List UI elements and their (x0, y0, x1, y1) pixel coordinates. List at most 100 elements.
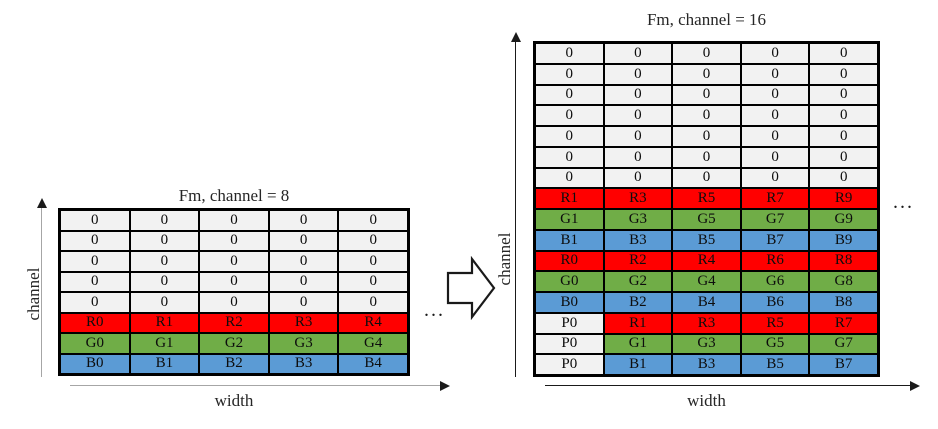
left-cell-r2-c1: 0 (129, 251, 200, 272)
right-cell-r0-c1: 0 (603, 43, 673, 64)
left-cell-r6-c1: G1 (129, 333, 200, 354)
left-cell-r1-c1: 0 (129, 230, 200, 251)
right-cell-r4-c3: 0 (740, 126, 810, 147)
right-cell-r3-c0: 0 (535, 105, 604, 126)
right-channel-axis (510, 32, 521, 377)
right-cell-r12-c2: B4 (672, 292, 741, 313)
right-cell-r4-c2: 0 (672, 126, 741, 147)
right-cell-r12-c4: B8 (809, 292, 878, 313)
left-cell-r2-c3: 0 (268, 251, 339, 272)
left-cell-r5-c0: R0 (60, 312, 130, 333)
right-cell-r10-c0: R0 (535, 250, 604, 272)
right-cell-r2-c4: 0 (809, 84, 878, 106)
left-cell-r5-c2: R2 (199, 312, 269, 333)
right-cell-r0-c3: 0 (740, 43, 810, 64)
left-cell-r1-c4: 0 (338, 230, 408, 251)
right-cell-r15-c4: B7 (809, 354, 878, 375)
right-cell-r11-c4: G8 (809, 271, 878, 292)
right-cell-r14-c4: G7 (809, 333, 878, 355)
right-cell-r10-c2: R4 (672, 250, 741, 272)
right-cell-r9-c2: B5 (672, 229, 741, 251)
right-cell-r14-c3: G5 (740, 333, 810, 355)
right-cell-r11-c1: G2 (603, 271, 673, 292)
right-cell-r8-c2: G5 (672, 209, 741, 230)
right-cell-r6-c1: 0 (603, 167, 673, 189)
right-cell-r1-c0: 0 (535, 63, 604, 85)
left-cell-r3-c0: 0 (60, 271, 130, 292)
right-cell-r11-c2: G4 (672, 271, 741, 292)
right-cell-r1-c4: 0 (809, 63, 878, 85)
right-cell-r8-c1: G3 (603, 209, 673, 230)
right-cell-r7-c3: R7 (740, 188, 810, 209)
right-cell-r7-c0: R1 (535, 188, 604, 209)
transform-block-arrow (446, 255, 496, 321)
right-cell-r13-c0: P0 (535, 312, 604, 334)
left-width-axis (70, 380, 450, 391)
left-cell-r4-c1: 0 (129, 292, 200, 313)
right-cell-r8-c3: G7 (740, 209, 810, 230)
right-cell-r2-c1: 0 (603, 84, 673, 106)
left-cell-r5-c3: R3 (268, 312, 339, 333)
left-cell-r0-c2: 0 (199, 210, 269, 231)
left-channel-axis-arrowhead (36, 198, 47, 208)
right-cell-r8-c4: G9 (809, 209, 878, 230)
left-cell-r3-c1: 0 (129, 271, 200, 292)
right-cell-r15-c3: B5 (740, 354, 810, 375)
right-cell-r3-c3: 0 (740, 105, 810, 126)
right-cell-r1-c1: 0 (603, 63, 673, 85)
right-cell-r7-c1: R3 (603, 188, 673, 209)
right-cell-r5-c3: 0 (740, 146, 810, 168)
left-cell-r7-c2: B2 (199, 353, 269, 374)
right-ellipsis: ... (893, 191, 914, 213)
right-fm-title: Fm, channel = 16 (646, 10, 767, 29)
right-cell-r10-c1: R2 (603, 250, 673, 272)
left-cell-r7-c3: B3 (268, 353, 339, 374)
left-cell-r0-c1: 0 (129, 210, 200, 231)
right-cell-r2-c2: 0 (672, 84, 741, 106)
right-cell-r6-c2: 0 (672, 167, 741, 189)
left-cell-r7-c0: B0 (60, 353, 130, 374)
right-cell-r12-c1: B2 (603, 292, 673, 313)
right-cell-r5-c1: 0 (603, 146, 673, 168)
left-cell-r1-c3: 0 (268, 230, 339, 251)
right-cell-r6-c4: 0 (809, 167, 878, 189)
right-cell-r3-c2: 0 (672, 105, 741, 126)
right-cell-r1-c2: 0 (672, 63, 741, 85)
left-cell-r4-c4: 0 (338, 292, 408, 313)
right-cell-r6-c0: 0 (535, 167, 604, 189)
right-cell-r10-c4: R8 (809, 250, 878, 272)
right-cell-r12-c3: B6 (740, 292, 810, 313)
left-cell-r5-c1: R1 (129, 312, 200, 333)
left-cell-r2-c0: 0 (60, 251, 130, 272)
left-width-axis-arrowhead (440, 380, 450, 391)
right-cell-r0-c0: 0 (535, 43, 604, 64)
right-cell-r14-c1: G1 (603, 333, 673, 355)
left-cell-r5-c4: R4 (338, 312, 408, 333)
right-cell-r10-c3: R6 (740, 250, 810, 272)
right-cell-r4-c0: 0 (535, 126, 604, 147)
right-width-axis-arrowhead (910, 380, 920, 391)
left-cell-r6-c0: G0 (60, 333, 130, 354)
left-channel-axis (36, 198, 47, 377)
right-channel-axis-arrowhead (510, 32, 521, 42)
right-cell-r4-c4: 0 (809, 126, 878, 147)
left-fm-title: Fm, channel = 8 (178, 186, 290, 205)
right-cell-r6-c3: 0 (740, 167, 810, 189)
left-cell-r1-c2: 0 (199, 230, 269, 251)
right-cell-r9-c4: B9 (809, 229, 878, 251)
right-cell-r9-c3: B7 (740, 229, 810, 251)
left-cell-r3-c4: 0 (338, 271, 408, 292)
left-cell-r7-c4: B4 (338, 353, 408, 374)
right-cell-r7-c4: R9 (809, 188, 878, 209)
left-cell-r4-c3: 0 (268, 292, 339, 313)
right-cell-r4-c1: 0 (603, 126, 673, 147)
right-cell-r13-c2: R3 (672, 312, 741, 334)
right-width-axis (545, 380, 920, 391)
left-cell-r6-c2: G2 (199, 333, 269, 354)
right-cell-r2-c0: 0 (535, 84, 604, 106)
left-width-axis-label: width (214, 391, 254, 410)
right-cell-r9-c0: B1 (535, 229, 604, 251)
left-channel-axis-label: channel (24, 267, 43, 321)
right-cell-r9-c1: B3 (603, 229, 673, 251)
